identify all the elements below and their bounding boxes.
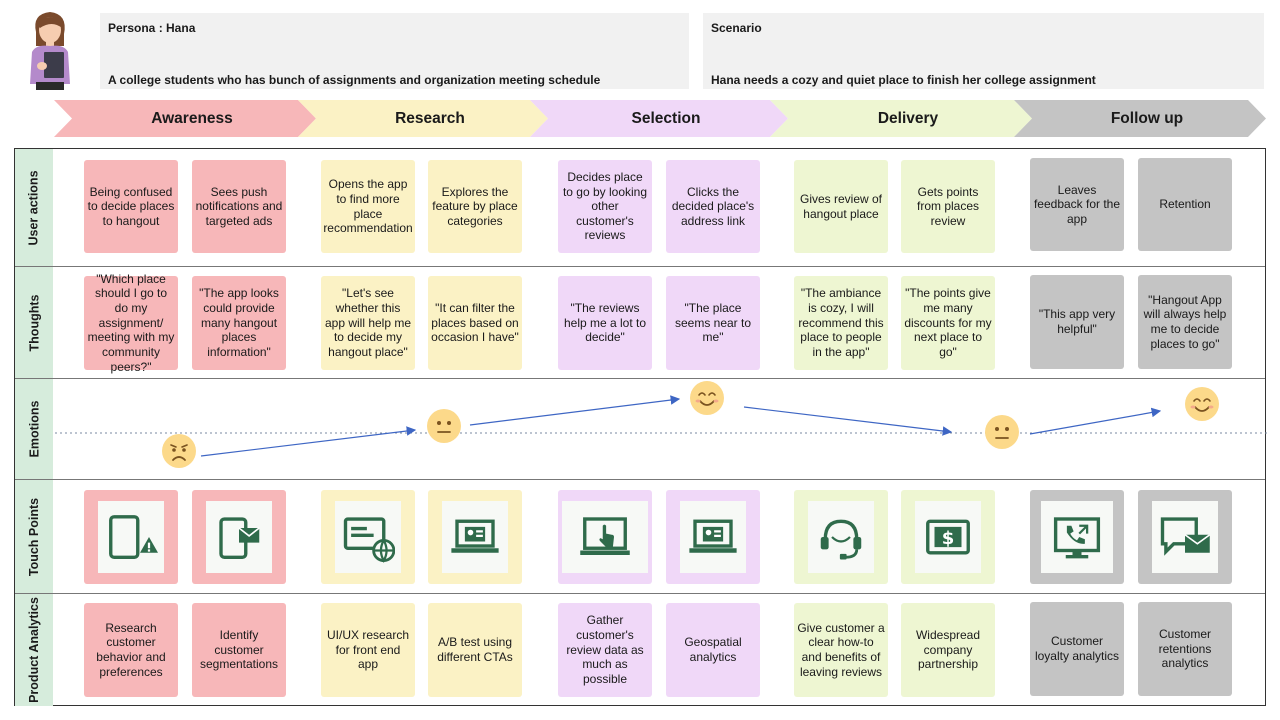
touch-point-card <box>192 490 286 584</box>
user-action-card: Being confused to decide places to hango… <box>84 160 178 253</box>
persona-avatar <box>30 12 70 90</box>
stage-research: Research <box>395 109 465 127</box>
row-label-emotions: Emotions <box>15 379 53 479</box>
svg-text:$: $ <box>942 528 955 549</box>
touch-point-card <box>794 490 888 584</box>
user-action-card: Clicks the decided place's address link <box>666 160 760 253</box>
analytics-card: Customer loyalty analytics <box>1030 602 1124 696</box>
touch-point-card <box>666 490 760 584</box>
analytics-card: Customer retentions analytics <box>1138 602 1232 696</box>
emotion-curve <box>55 395 1267 457</box>
analytics-card: Geospatial analytics <box>666 603 760 697</box>
thought-card: "The ambiance is cozy, I will recommend … <box>794 276 888 370</box>
neutral-face-icon <box>427 409 461 443</box>
stage-chevron-follow-up <box>1014 100 1266 137</box>
user-action-card: Decides place to go by looking other cus… <box>558 160 652 253</box>
row-label-product-analytics: Product Analytics <box>15 594 53 706</box>
row-thoughts: Thoughts "Which place should I go to do … <box>15 267 1265 379</box>
stage-chevrons <box>54 100 1266 137</box>
stage-chevron-selection <box>530 100 788 137</box>
thought-card: "Which place should I go to do my assign… <box>84 272 178 374</box>
money-bill-icon: $ <box>926 519 970 555</box>
scenario-description: Hana needs a cozy and quiet place to fin… <box>711 73 1096 87</box>
monitor-phone-icon <box>1053 517 1101 559</box>
user-action-card: Explores the feature by place categories <box>428 160 522 253</box>
headset-support-icon <box>820 519 862 560</box>
persona-box: Persona : Hana A college students who ha… <box>100 13 689 89</box>
user-action-card: Gets points from places review <box>901 160 995 253</box>
analytics-card: Widespread company partnership <box>901 603 995 697</box>
thought-card: "The app looks could provide many hangou… <box>192 276 286 370</box>
laptop-touch-icon <box>580 517 630 555</box>
analytics-card: Gather customer's review data as much as… <box>558 603 652 697</box>
chat-email-icon <box>1160 517 1211 556</box>
web-browser-icon <box>343 517 395 563</box>
emotion-arrow <box>1029 407 1162 435</box>
thought-card: "The points give me many discounts for m… <box>901 276 995 370</box>
neutral-face-icon <box>985 415 1019 449</box>
row-product-analytics: Product Analytics Research customer beha… <box>15 594 1265 706</box>
analytics-card: A/B test using different CTAs <box>428 603 522 697</box>
stage-chevron-delivery <box>770 100 1032 137</box>
journey-grid: User actions Being confused to decide pl… <box>14 148 1267 706</box>
thought-card: "Let's see whether this app will help me… <box>321 276 415 370</box>
analytics-card: Give customer a clear how-to and benefit… <box>794 603 888 697</box>
stage-follow-up: Follow up <box>1110 109 1184 127</box>
user-action-card: Leaves feedback for the app <box>1030 158 1124 251</box>
touch-point-card <box>428 490 522 584</box>
row-touch-points: Touch Points <box>15 480 1265 594</box>
thought-card: "This app very helpful" <box>1030 275 1124 369</box>
persona-label: Persona : Hana <box>108 21 196 35</box>
thought-card: "The place seems near to me" <box>666 276 760 370</box>
touch-point-card <box>558 490 652 584</box>
thought-card: "Hangout App will always help me to deci… <box>1138 275 1232 369</box>
analytics-card: Identify customer segmentations <box>192 603 286 697</box>
stage-header: Awareness Research Selection Delivery Fo… <box>0 100 1280 137</box>
persona-description: A college students who has bunch of assi… <box>108 73 601 87</box>
touch-point-card <box>321 490 415 584</box>
touch-point-card: $ <box>901 490 995 584</box>
row-label-user-actions: User actions <box>15 149 53 266</box>
user-action-card: Retention <box>1138 158 1232 251</box>
analytics-card: Research customer behavior and preferenc… <box>84 603 178 697</box>
stage-selection: Selection <box>631 109 701 127</box>
scenario-label: Scenario <box>711 21 762 35</box>
sad-face-icon <box>162 434 196 468</box>
analytics-card: UI/UX research for front end app <box>321 603 415 697</box>
touch-point-card <box>1138 490 1232 584</box>
laptop-contact-icon <box>451 519 499 553</box>
happy-face-icon <box>690 381 724 415</box>
touch-point-card <box>1030 490 1124 584</box>
thought-card: "It can filter the places based on occas… <box>428 276 522 370</box>
happy-face-icon <box>1185 387 1219 421</box>
thought-card: "The reviews help me a lot to decide" <box>558 276 652 370</box>
row-label-touch-points: Touch Points <box>15 480 53 593</box>
emotion-arrow <box>200 426 417 457</box>
stage-awareness: Awareness <box>151 109 233 127</box>
row-label-thoughts: Thoughts <box>15 267 53 378</box>
emotion-arrow <box>743 406 953 436</box>
tablet-alert-icon <box>109 515 158 559</box>
user-action-card: Gives review of hangout place <box>794 160 888 253</box>
user-action-card: Sees push notifications and targeted ads <box>192 160 286 253</box>
emotion-arrow <box>469 395 681 426</box>
row-user-actions: User actions Being confused to decide pl… <box>15 149 1265 267</box>
tablet-email-icon <box>219 517 260 559</box>
scenario-box: Scenario Hana needs a cozy and quiet pla… <box>703 13 1264 89</box>
user-action-card: Opens the app to find more place recomme… <box>321 160 415 253</box>
stage-chevron-awareness <box>54 100 316 137</box>
touch-point-card <box>84 490 178 584</box>
laptop-contact-icon <box>689 519 737 553</box>
row-emotions: Emotions <box>15 379 1267 480</box>
stage-delivery: Delivery <box>877 109 939 127</box>
stage-chevron-research <box>298 100 548 137</box>
